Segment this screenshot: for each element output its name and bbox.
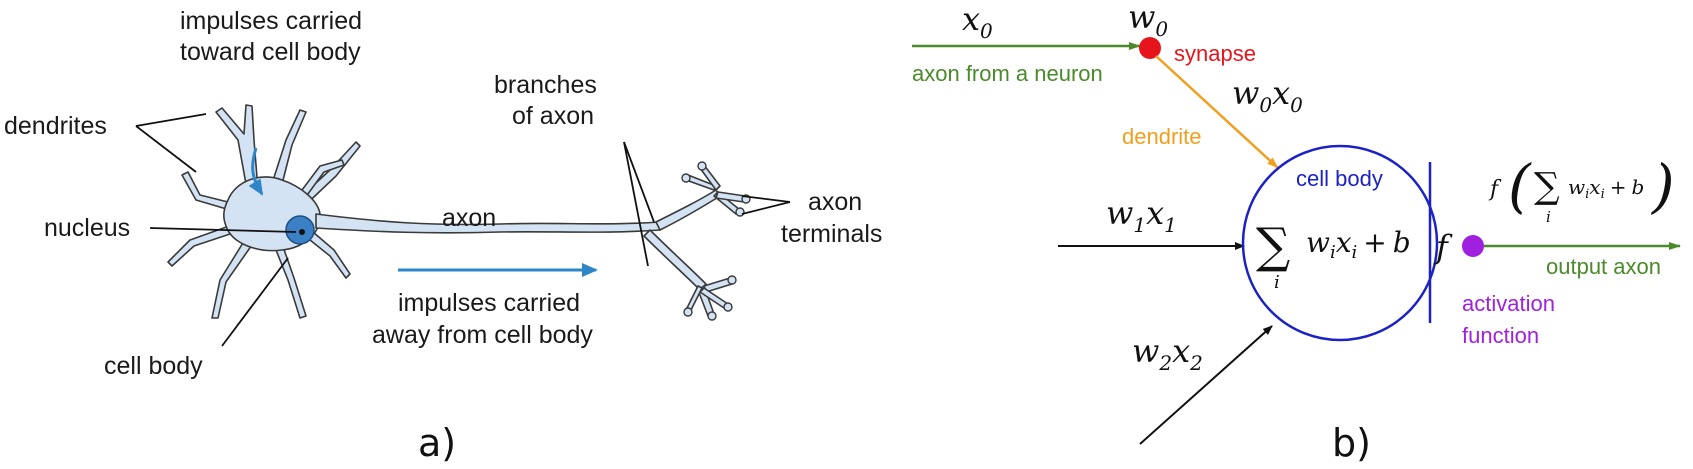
- math-w1x1: w1x1: [1106, 194, 1177, 237]
- sum-body: wixi+b: [1306, 226, 1411, 263]
- leader-lines: [135, 113, 791, 347]
- terminal-bulb: [697, 161, 707, 171]
- sum-symbol: ∑: [1256, 218, 1290, 274]
- label-impulses-away-line1: impulses carried: [398, 289, 580, 317]
- dendrite-line: [1155, 55, 1279, 169]
- math-w0: w0: [1128, 0, 1168, 41]
- math-w0x0: w0x0: [1232, 74, 1303, 117]
- label-output-axon: output axon: [1546, 254, 1661, 279]
- label-impulses-toward-line1: impulses carried: [180, 7, 362, 35]
- terminal-bulb: [723, 302, 733, 312]
- label-axon: axon: [442, 204, 496, 232]
- axon-branch: [655, 189, 721, 231]
- label-terminals-line1: axon: [808, 188, 862, 216]
- label-terminals-line2: terminals: [781, 220, 882, 248]
- out-sum-index: i: [1546, 208, 1551, 226]
- label-branches-line2: of axon: [512, 102, 594, 130]
- synapse-dot: [1139, 37, 1161, 59]
- input-w2x2-line: [1139, 325, 1273, 445]
- sum-index: i: [1274, 272, 1280, 293]
- output-formula: f ( ∑ i wixi+b ): [1488, 152, 1675, 226]
- panel-a: impulses carried toward cell body dendri…: [4, 7, 882, 465]
- activation-f: f: [1434, 228, 1453, 266]
- label-impulses-toward-line2: toward cell body: [180, 38, 361, 66]
- impulse-toward-arrow: [248, 147, 264, 196]
- caption-b: b): [1332, 421, 1371, 465]
- label-activation-line2: function: [1462, 323, 1539, 348]
- label-axon-from-neuron: axon from a neuron: [912, 61, 1103, 86]
- cell-body-circle: [1241, 144, 1439, 342]
- label-dendrite: dendrite: [1122, 124, 1202, 149]
- activation-dot: [1462, 235, 1484, 257]
- label-dendrites: dendrites: [4, 112, 107, 140]
- terminal-bulb: [727, 275, 737, 285]
- neuron-drawing: [167, 104, 746, 319]
- label-synapse: synapse: [1174, 41, 1256, 66]
- terminal-bulb: [735, 207, 745, 217]
- math-x0: x0: [962, 0, 993, 43]
- caption-a: a): [418, 421, 456, 465]
- label-cell-body-b: cell body: [1296, 166, 1383, 191]
- out-lparen: (: [1508, 152, 1532, 220]
- out-f: f: [1488, 177, 1502, 202]
- label-activation-line1: activation: [1462, 291, 1555, 316]
- label-nucleus: nucleus: [44, 214, 130, 242]
- dendrite-branch: [211, 237, 255, 319]
- terminal-bulb: [707, 311, 717, 321]
- out-rparen: ): [1650, 152, 1675, 220]
- terminal-bulb: [681, 173, 691, 183]
- out-body: wixi+b: [1568, 175, 1644, 202]
- dendrite-branch: [181, 171, 233, 211]
- axon-branch: [643, 229, 707, 291]
- nucleolus: [299, 229, 305, 235]
- terminal-bulb: [683, 307, 693, 317]
- dendrite-branch: [215, 104, 259, 196]
- math-w2x2: w2x2: [1132, 332, 1203, 375]
- dendrite-branch: [167, 224, 237, 267]
- label-cell-body: cell body: [104, 352, 203, 380]
- cell-body-sum: ∑ i wixi+b: [1256, 218, 1411, 293]
- out-sum: ∑: [1534, 166, 1560, 207]
- label-impulses-away-line2: away from cell body: [372, 321, 593, 349]
- panel-b: synapse axon from a neuron dendrite cell…: [912, 0, 1681, 465]
- label-branches-line1: branches: [494, 71, 597, 99]
